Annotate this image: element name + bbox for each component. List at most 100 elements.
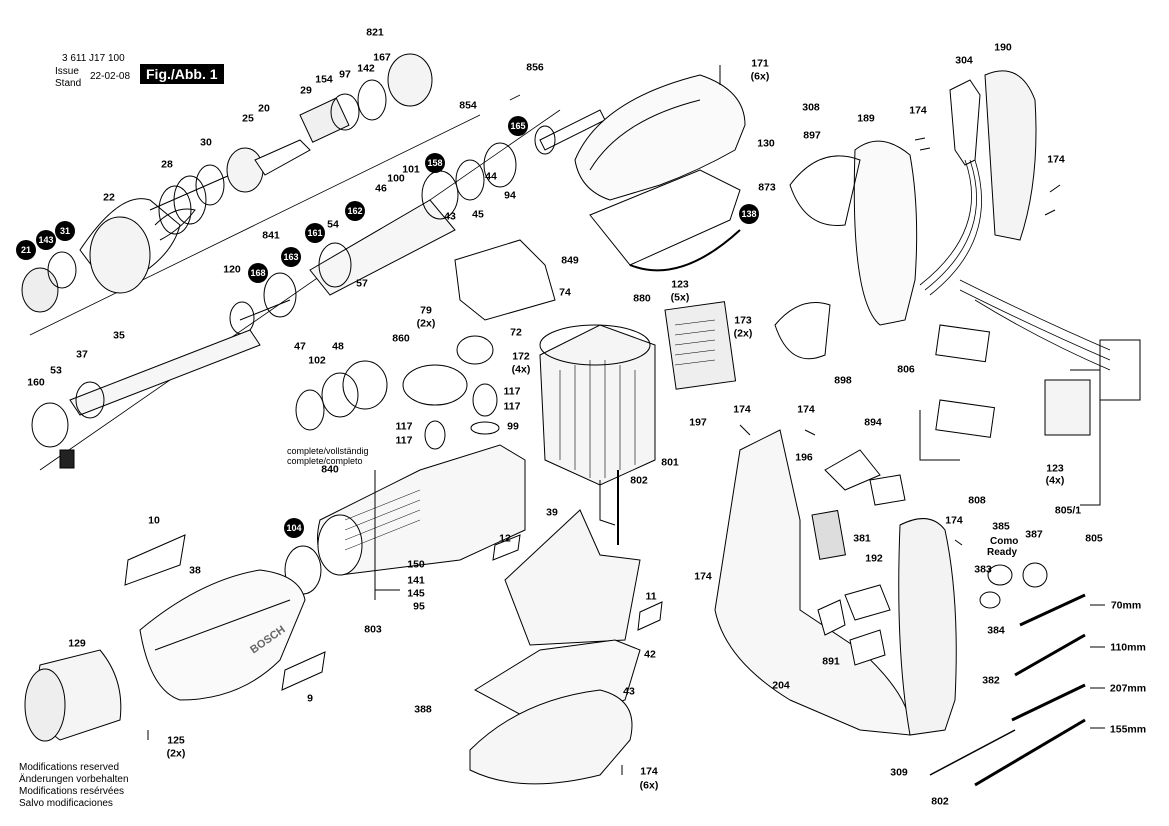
part-label: 891 <box>822 655 840 668</box>
part-label: 22 <box>103 191 115 204</box>
part-badge: 138 <box>739 204 759 224</box>
part-label: 99 <box>507 420 519 433</box>
part-label: 72 <box>510 326 522 339</box>
part-label: 129 <box>68 637 86 650</box>
part-label: 101 <box>402 163 420 176</box>
part-label: 70mm <box>1110 599 1142 612</box>
part-label: 167 <box>373 51 391 64</box>
part-label: 30 <box>200 136 212 149</box>
part-label: 173 <box>734 314 752 327</box>
part-label: 894 <box>864 416 882 429</box>
part-label: 196 <box>795 451 813 464</box>
part-label: 110mm <box>1110 641 1146 654</box>
part-label: 308 <box>802 101 820 114</box>
part-label: (5x) <box>670 291 690 304</box>
part-label: 197 <box>689 416 707 429</box>
part-label: 150 <box>407 558 425 571</box>
part-label: 381 <box>853 532 871 545</box>
part-label: (6x) <box>750 70 770 83</box>
part-label: 94 <box>504 189 516 202</box>
part-label: 849 <box>561 254 579 267</box>
part-label: 79 <box>420 304 432 317</box>
part-label: 43 <box>444 210 456 223</box>
part-badge: 163 <box>281 247 301 267</box>
complete-note: complete/completo <box>287 456 363 466</box>
part-label: 120 <box>223 263 241 276</box>
figure-label: Fig./Abb. 1 <box>140 64 224 84</box>
part-label: 840 <box>321 463 339 476</box>
part-label: 154 <box>315 73 333 86</box>
part-label: 174 <box>909 104 927 117</box>
part-label: 898 <box>834 374 852 387</box>
part-label: 192 <box>865 552 883 565</box>
part-label: 102 <box>308 354 326 367</box>
part-label: 880 <box>633 292 651 305</box>
part-label: 174 <box>1047 153 1065 166</box>
part-label: 44 <box>485 170 497 183</box>
part-label: 117 <box>395 420 413 433</box>
part-label: 805 <box>1085 532 1103 545</box>
part-badge: 143 <box>36 230 56 250</box>
part-badge: 31 <box>55 221 75 241</box>
part-label: 821 <box>366 26 384 39</box>
part-label: 95 <box>413 600 425 613</box>
part-label: 45 <box>472 208 484 221</box>
part-label: 174 <box>733 403 751 416</box>
part-label: 207mm <box>1109 682 1147 695</box>
part-badge: 158 <box>425 153 445 173</box>
part-label: 801 <box>661 456 679 469</box>
part-badge: 104 <box>284 518 304 538</box>
part-label: 11 <box>645 590 657 603</box>
part-label: 171 <box>751 57 769 70</box>
part-label: 856 <box>526 61 544 74</box>
part-label: 100 <box>387 172 405 185</box>
part-label: 47 <box>294 340 306 353</box>
part-label: 20 <box>258 102 270 115</box>
complete-note: complete/vollständig <box>287 446 369 456</box>
part-label: (2x) <box>416 317 436 330</box>
part-label: (4x) <box>511 363 531 376</box>
issue-date: 22-02-08 <box>90 71 131 82</box>
footer-note: Modifications resérvées <box>19 786 125 797</box>
part-label: 897 <box>803 129 821 142</box>
part-label: 806 <box>897 363 915 376</box>
issue-label: Issue <box>55 66 79 77</box>
part-label: 25 <box>242 112 254 125</box>
part-badge: 161 <box>305 223 325 243</box>
part-label: 117 <box>395 434 413 447</box>
como-ready-note: Como <box>990 536 1019 547</box>
part-label: (4x) <box>1045 474 1065 487</box>
part-badge: 168 <box>248 263 268 283</box>
part-label: 28 <box>161 158 173 171</box>
part-label: 38 <box>189 564 201 577</box>
part-label: 854 <box>459 99 477 112</box>
footer-note: Änderungen vorbehalten <box>19 774 129 785</box>
part-label: 37 <box>76 348 88 361</box>
part-label: 388 <box>414 703 432 716</box>
part-label: 123 <box>671 278 689 291</box>
part-label: 46 <box>375 182 387 195</box>
part-label: 190 <box>994 41 1012 54</box>
part-label: 125 <box>167 734 185 747</box>
part-label: 802 <box>630 474 648 487</box>
part-label: 141 <box>407 574 425 587</box>
part-label: 97 <box>339 68 351 81</box>
part-label: 42 <box>644 648 656 661</box>
part-label: 174 <box>694 570 712 583</box>
part-label: 123 <box>1046 462 1064 475</box>
part-label: 304 <box>955 54 973 67</box>
part-badge: 165 <box>508 116 528 136</box>
part-label: 172 <box>512 350 530 363</box>
part-label: 841 <box>262 229 280 242</box>
part-label: 204 <box>772 679 790 692</box>
part-label: 803 <box>364 623 382 636</box>
footer-note: Salvo modificaciones <box>19 798 113 809</box>
part-label: 309 <box>890 766 908 779</box>
part-label: 74 <box>559 286 571 299</box>
part-label: 189 <box>857 112 875 125</box>
part-label: 174 <box>945 514 963 527</box>
part-label: 39 <box>546 506 558 519</box>
stand-label: Stand <box>55 78 82 89</box>
part-label: 873 <box>758 181 776 194</box>
